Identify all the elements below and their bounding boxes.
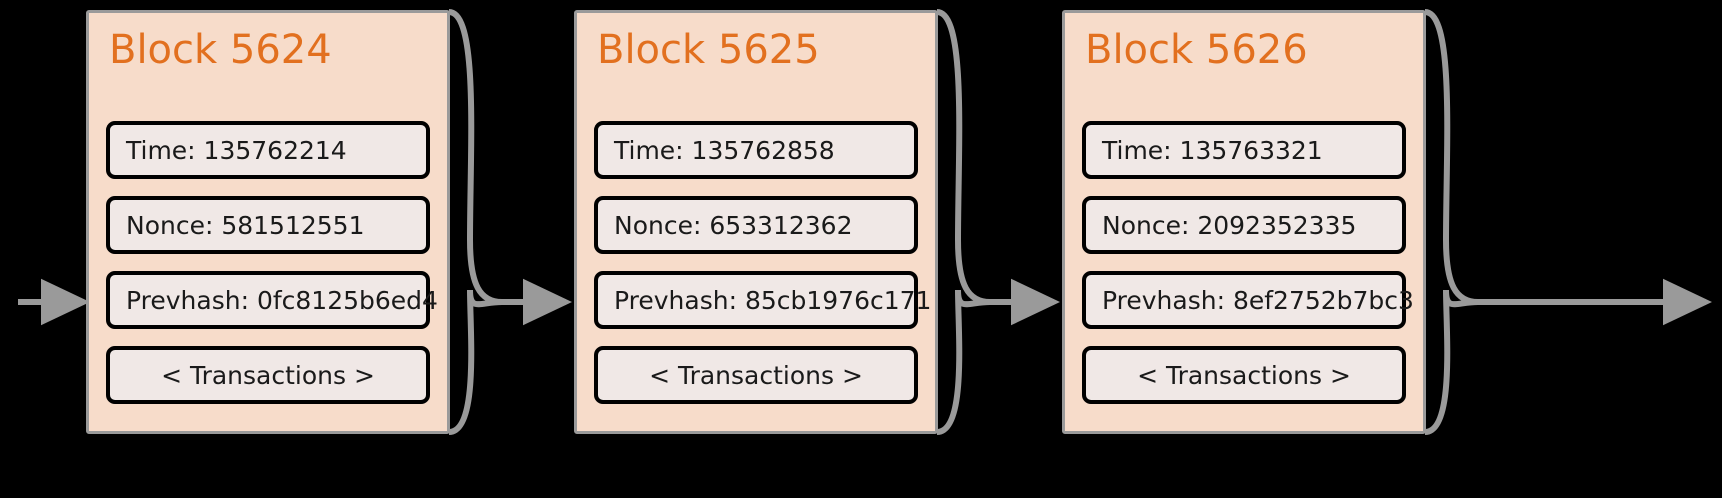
block-5625-nonce-text: Nonce: 653312362 xyxy=(614,210,853,240)
block-5625-prevhash-text: Prevhash: 85cb1976c171 xyxy=(614,285,932,315)
block-5626-nonce-field: Nonce: 2092352335 xyxy=(1082,196,1406,254)
link-5625-5626 xyxy=(936,9,1061,435)
block-5624-prevhash-text: Prevhash: 0fc8125b6ed4 xyxy=(126,285,438,315)
block-5624-nonce-field: Nonce: 581512551 xyxy=(106,196,430,254)
block-5625-transactions-field[interactable]: < Transactions > xyxy=(594,346,918,404)
block-title-5626: Block 5626 xyxy=(1085,27,1308,73)
block-5624-time-field: Time: 135762214 xyxy=(106,121,430,179)
link-5624-5625 xyxy=(448,9,573,435)
block-5625-nonce-field: Nonce: 653312362 xyxy=(594,196,918,254)
block-card-5626[interactable]: Block 5626 Time: 135763321 Nonce: 209235… xyxy=(1062,10,1426,434)
block-5624-transactions-text: < Transactions > xyxy=(161,360,375,390)
block-5626-prevhash-text: Prevhash: 8ef2752b7bc3 xyxy=(1102,285,1414,315)
block-5625-transactions-text: < Transactions > xyxy=(649,360,863,390)
block-5625-prevhash-field: Prevhash: 85cb1976c171 xyxy=(594,271,931,329)
block-5624-prevhash-field: Prevhash: 0fc8125b6ed4 xyxy=(106,271,438,329)
outgoing-arrow xyxy=(1424,9,1713,435)
block-5624-time-text: Time: 135762214 xyxy=(126,135,347,165)
block-card-5625[interactable]: Block 5625 Time: 135762858 Nonce: 653312… xyxy=(574,10,938,434)
block-5626-prevhash-field: Prevhash: 8ef2752b7bc3 xyxy=(1082,271,1414,329)
block-5626-transactions-text: < Transactions > xyxy=(1137,360,1351,390)
block-5626-nonce-text: Nonce: 2092352335 xyxy=(1102,210,1357,240)
block-title-5624: Block 5624 xyxy=(109,27,332,73)
block-5626-time-text: Time: 135763321 xyxy=(1102,135,1323,165)
block-5625-time-text: Time: 135762858 xyxy=(614,135,835,165)
block-card-5624[interactable]: Block 5624 Time: 135762214 Nonce: 581512… xyxy=(86,10,450,434)
block-5626-transactions-field[interactable]: < Transactions > xyxy=(1082,346,1406,404)
block-5624-transactions-field[interactable]: < Transactions > xyxy=(106,346,430,404)
block-5624-nonce-text: Nonce: 581512551 xyxy=(126,210,365,240)
block-5626-time-field: Time: 135763321 xyxy=(1082,121,1406,179)
block-5625-time-field: Time: 135762858 xyxy=(594,121,918,179)
block-title-5625: Block 5625 xyxy=(597,27,820,73)
